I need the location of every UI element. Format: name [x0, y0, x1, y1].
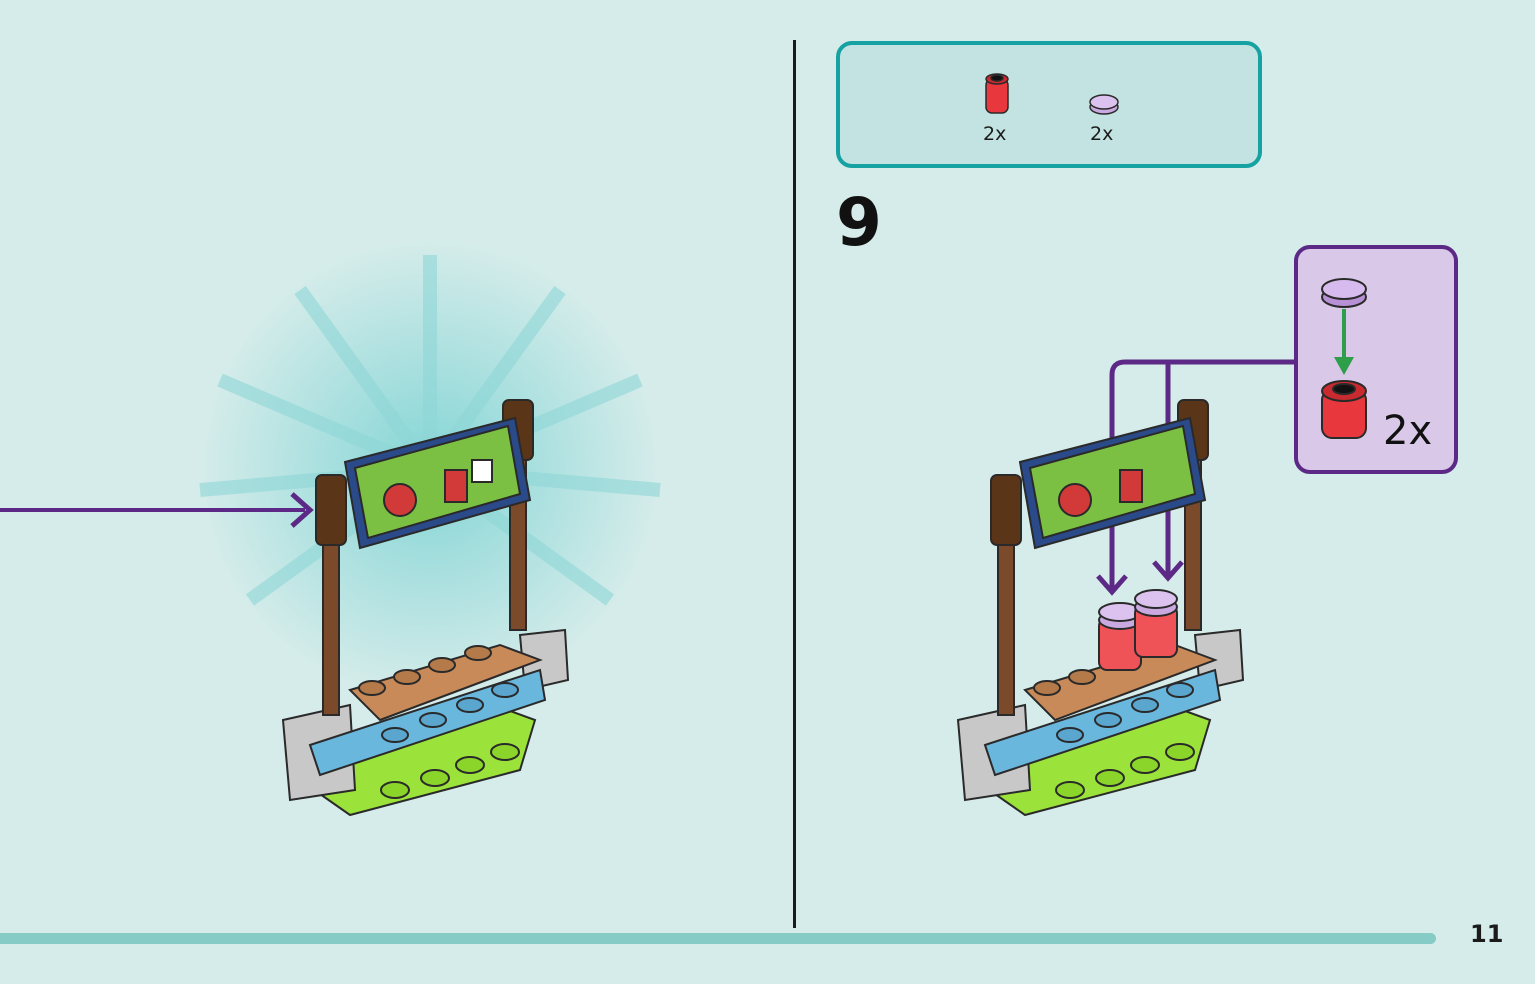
page-divider	[793, 40, 796, 928]
page-number: 11	[1470, 920, 1504, 948]
sub-assembly-callout	[1294, 245, 1458, 474]
market-stall-model	[956, 399, 1245, 817]
assembly-arrow-icon	[1334, 309, 1354, 375]
placed-round-bricks	[1098, 589, 1178, 671]
progress-bar	[0, 933, 1436, 944]
parts-list-icons	[985, 73, 1119, 115]
round-brick-red-icon	[985, 73, 1009, 114]
callout-arrow	[0, 492, 314, 528]
sub-assembly-quantity: 2x	[1383, 408, 1433, 454]
step-number: 9	[836, 184, 882, 261]
part-quantity-lavender: 2x	[1090, 123, 1114, 145]
placement-arrows	[1096, 359, 1294, 596]
market-stall-model	[281, 399, 570, 817]
part-quantity-red: 2x	[983, 123, 1007, 145]
parts-list-box: 2x 2x	[836, 41, 1262, 168]
sub-assembly-illustration	[1321, 278, 1367, 439]
round-tile-lavender-icon	[1321, 278, 1367, 308]
round-tile-lavender-icon	[1089, 94, 1119, 115]
round-brick-red-icon	[1321, 380, 1367, 439]
